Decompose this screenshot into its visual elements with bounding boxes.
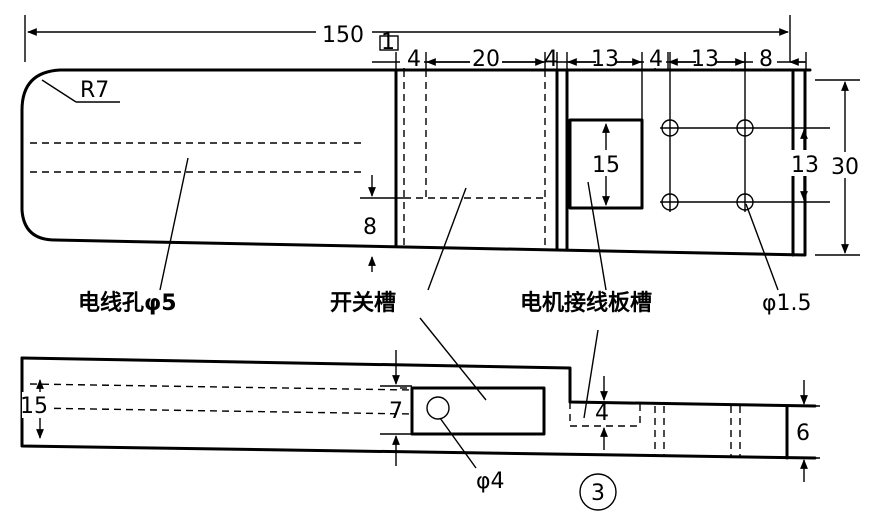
dim-d4: 4	[544, 47, 558, 72]
label-motor-slot: 电机接线板槽	[520, 290, 652, 316]
dim-slot-h: 15	[592, 153, 620, 178]
dim-d1: 1	[381, 30, 395, 55]
dim-overall: 150	[322, 23, 364, 48]
dim-d2: 4	[407, 47, 421, 72]
figure-number-circle	[579, 473, 617, 511]
small-holes	[660, 52, 830, 212]
dim-r7: R7	[80, 78, 109, 103]
side-view-outline	[20, 356, 817, 408]
dim-thickness: 6	[796, 421, 810, 446]
label-switch-slot: 开关槽	[330, 291, 396, 316]
dim-d6: 4	[649, 47, 663, 72]
switch-slot-side	[410, 386, 546, 436]
dim-switch-depth: 7	[389, 399, 403, 424]
dim-d7: 13	[691, 47, 719, 72]
motor-slot-rect	[568, 118, 644, 210]
top-view: 150 1 4 20 4 13 4 13	[20, 15, 864, 291]
label-wire-hole: 电线孔φ5	[78, 290, 177, 316]
dim-d5: 13	[591, 47, 619, 72]
dim-width: 30	[831, 155, 859, 180]
dim-d3: 20	[472, 47, 500, 72]
dim-hole-pitch: 13	[791, 153, 819, 178]
top-view-outline	[20, 68, 812, 257]
dim-offset: 8	[363, 215, 377, 240]
label-small-hole: φ1.5	[762, 291, 812, 316]
dim-motor-depth: 4	[595, 401, 609, 426]
side-view: 15 7 4 6	[20, 317, 820, 482]
figure-number: 3	[591, 481, 605, 506]
dim-side-h: 15	[20, 394, 48, 419]
dim-d8: 8	[759, 47, 773, 72]
label-hole4: φ4	[476, 469, 505, 494]
